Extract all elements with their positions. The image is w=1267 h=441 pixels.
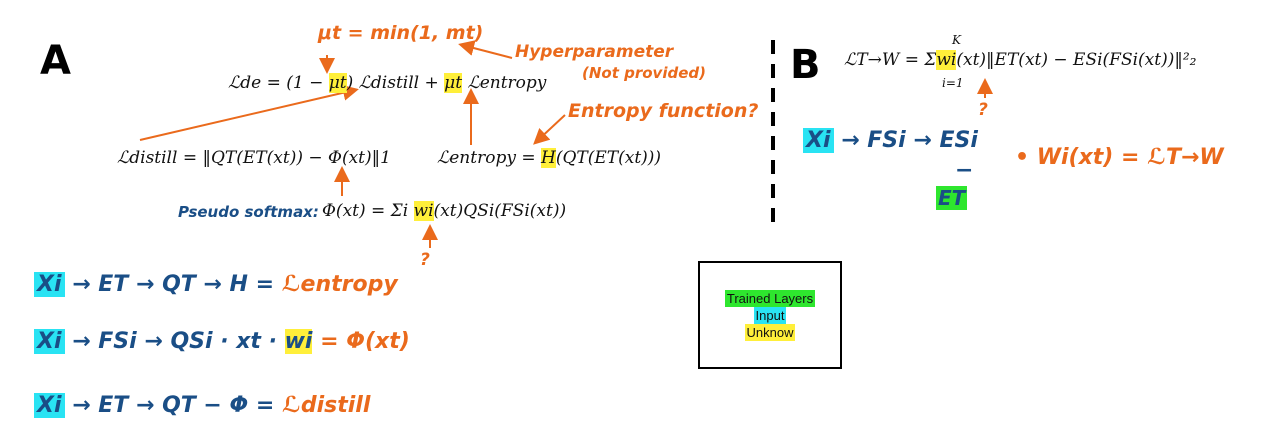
mu-highlight-2: μt [444, 73, 463, 93]
input-xi: Xi [34, 329, 65, 354]
loss-entropy-equation: ℒentropy = H(QT(ET(xt))) [437, 148, 661, 168]
loss-tw-equation: ℒT→W = Σwi(xt)‖ET(xt) − ESi(FSi(xt))‖²₂ [844, 50, 1197, 70]
eq-de-lhs: ℒde = (1 − [228, 73, 329, 93]
eq-tw-rhs: (xt)‖ET(xt) − ESi(FSi(xt))‖²₂ [956, 50, 1197, 70]
eq-phi-lhs: Φ(xt) = Σi [322, 201, 414, 221]
eq-de-end: ℒentropy [462, 73, 547, 93]
legend-unknown: Unknow [744, 323, 796, 341]
flow-steps: → ET → QT → H = [72, 272, 275, 297]
w-question-mark: ? [978, 100, 988, 120]
flow-b: Xi → FSi → ESi [803, 128, 978, 153]
sum-lower-limit: i=1 [942, 76, 964, 90]
eq-phi-rhs: (xt)QSi(FSi(xt)) [433, 201, 567, 221]
eq-tw-lhs: ℒT→W = Σ [844, 50, 937, 70]
flow-entropy: Xi → ET → QT → H = ℒentropy [34, 272, 398, 297]
flow-phi: Xi → FSi → QSi · xt · wi = Φ(xt) [34, 329, 410, 354]
eq-entropy-rhs: (QT(ET(xt))) [555, 148, 662, 168]
hyperparameter-note: Hyperparameter [515, 42, 674, 62]
w-highlight: wi [936, 50, 957, 70]
entropy-function-note: Entropy function? [568, 100, 759, 122]
input-xi: Xi [803, 128, 834, 153]
pseudo-softmax-label: Pseudo softmax: [178, 203, 319, 221]
sum-upper-limit: K [952, 33, 961, 47]
flow-steps: → FSi → ESi [841, 128, 978, 153]
flow-result: ℒdistill [282, 393, 371, 418]
flow-result: ℒentropy [281, 272, 398, 297]
not-provided-note: (Not provided) [582, 64, 706, 82]
w-highlight: wi [284, 329, 313, 354]
loss-distill-equation: ℒdistill = ‖QT(ET(xt)) − Φ(xt)‖1 [117, 148, 391, 168]
flow-b-weight: • Wi(xt) = ℒT→W [1015, 145, 1224, 170]
legend-trained-layers: Trained Layers [724, 289, 816, 307]
legend-input: Input [753, 306, 787, 324]
eq-de-mid: ) ℒdistill + [346, 73, 445, 93]
panel-b-letter: B [790, 42, 821, 88]
flow-result: = Φ(xt) [320, 329, 410, 354]
eq-entropy-lhs: ℒentropy = [437, 148, 541, 168]
loss-de-equation: ℒde = (1 − μt) ℒdistill + μt ℒentropy [228, 73, 546, 93]
flow-b-et: ET [936, 186, 968, 210]
mu-highlight: μt [328, 73, 347, 93]
flow-b-minus: − [955, 158, 974, 183]
mu-definition: μt = min(1, mt) [318, 22, 484, 44]
et-trained-highlight: ET [936, 186, 968, 210]
panel-a-letter: A [40, 38, 71, 84]
phi-question-mark: ? [420, 250, 430, 270]
input-xi: Xi [34, 272, 65, 297]
input-xi: Xi [34, 393, 65, 418]
flow-steps: → ET → QT − Φ = [72, 393, 275, 418]
flow-steps: → FSi → QSi · xt · [72, 329, 277, 354]
entropy-H-highlight: H [540, 148, 556, 168]
legend-box: Trained Layers Input Unknow [698, 261, 842, 369]
w-highlight: wi [413, 201, 434, 221]
flow-distill: Xi → ET → QT − Φ = ℒdistill [34, 393, 370, 418]
phi-equation: Φ(xt) = Σi wi(xt)QSi(FSi(xt)) [322, 201, 566, 221]
